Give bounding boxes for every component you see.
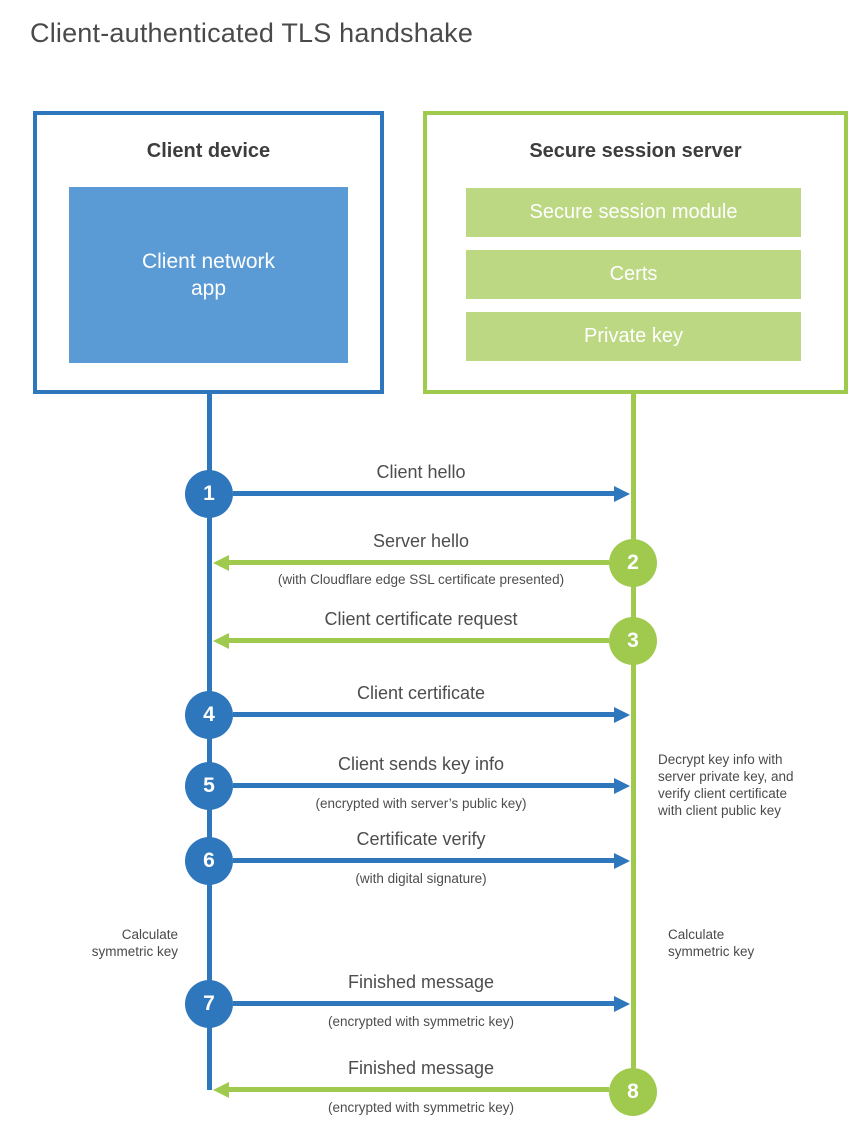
server-module-certs: Certs (466, 250, 801, 299)
client-lifeline (207, 392, 212, 1090)
step-3-arrow-left-icon (213, 633, 609, 649)
step-6-sublabel: (with digital signature) (355, 871, 487, 886)
step-4-label: Client certificate (356, 683, 486, 703)
step-7-arrow-right-icon (233, 996, 630, 1012)
step-1-arrow-right-icon (233, 486, 630, 502)
step-2-arrow-left-icon (213, 555, 609, 571)
step-7-label: Finished message (347, 972, 495, 992)
client-device-box: Client device Client network app (33, 111, 384, 394)
step-5-arrow-right-icon (233, 778, 630, 794)
arrowhead-left-icon (213, 1082, 229, 1098)
page-title: Client-authenticated TLS handshake (30, 18, 474, 48)
step-8-badge: 8 (609, 1068, 657, 1116)
calculate-symmetric-key-client-note: Calculate symmetric key (91, 927, 178, 959)
client-network-app-box: Client network app (69, 187, 348, 363)
step-1-label: Client hello (376, 462, 466, 482)
step-1-badge: 1 (185, 470, 233, 518)
step-5-sublabel: (encrypted with server’s public key) (315, 796, 527, 811)
step-6-label: Certificate verify (356, 829, 486, 849)
secure-session-server-box: Secure session server Secure session mod… (423, 111, 848, 394)
step-8-sublabel: (encrypted with symmetric key) (327, 1100, 515, 1115)
step-4-arrow-right-icon (233, 707, 630, 723)
step-5-label: Client sends key info (337, 754, 505, 774)
step-5-badge: 5 (185, 762, 233, 810)
arrowhead-left-icon (213, 555, 229, 571)
step-7-badge: 7 (185, 980, 233, 1028)
secure-session-server-title: Secure session server (529, 140, 742, 162)
arrowhead-right-icon (614, 853, 630, 869)
arrowhead-right-icon (614, 486, 630, 502)
arrowhead-right-icon (614, 778, 630, 794)
step-2-badge: 2 (609, 539, 657, 587)
server-module-private-key: Private key (466, 312, 801, 361)
server-module-secure-session: Secure session module (466, 188, 801, 237)
step-3-badge: 3 (609, 617, 657, 665)
step-8-label: Finished message (347, 1058, 495, 1078)
step-7-sublabel: (encrypted with symmetric key) (327, 1014, 515, 1029)
decrypt-key-note: Decrypt key info with server private key… (658, 752, 794, 818)
client-device-title: Client device (146, 140, 271, 162)
step-2-sublabel: (with Cloudflare edge SSL certificate pr… (277, 572, 565, 587)
arrowhead-right-icon (614, 707, 630, 723)
calculate-symmetric-key-server-note: Calculate symmetric key (668, 927, 755, 959)
step-8-arrow-left-icon (213, 1082, 609, 1098)
step-3-label: Client certificate request (324, 609, 518, 629)
client-network-app-label: Client network app (141, 250, 276, 300)
step-6-arrow-right-icon (233, 853, 630, 869)
server-lifeline (631, 392, 636, 1070)
step-6-badge: 6 (185, 837, 233, 885)
step-2-label: Server hello (372, 531, 470, 551)
step-4-badge: 4 (185, 691, 233, 739)
arrowhead-right-icon (614, 996, 630, 1012)
arrowhead-left-icon (213, 633, 229, 649)
